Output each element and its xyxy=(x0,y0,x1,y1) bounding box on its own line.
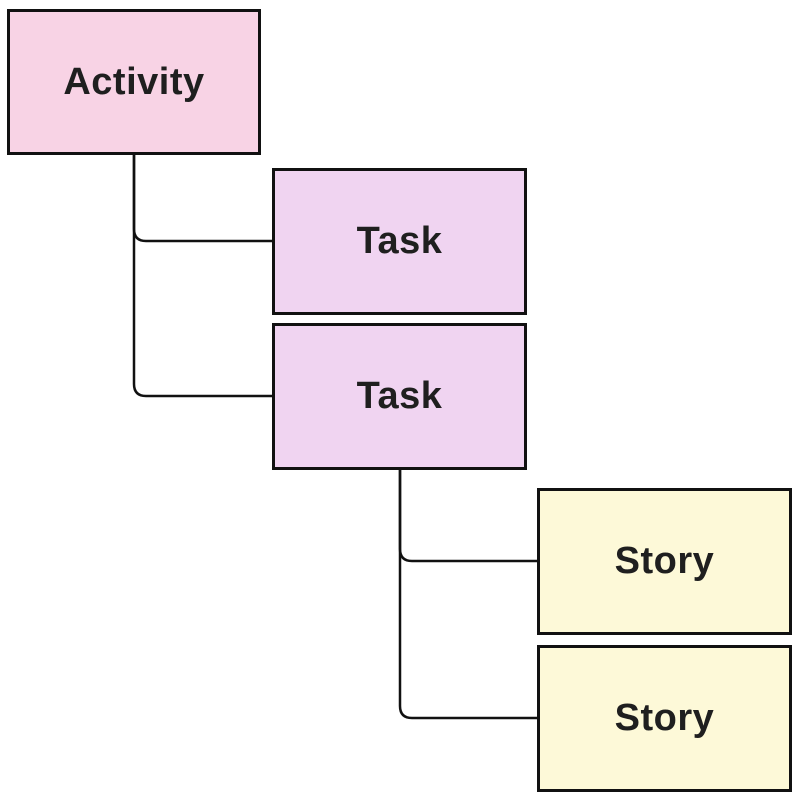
node-activity-label: Activity xyxy=(63,60,205,103)
edge-task-2-to-story-2 xyxy=(398,470,537,720)
node-task-1: Task xyxy=(272,168,527,315)
node-story-2: Story xyxy=(537,645,792,792)
edge-activity-to-task-1 xyxy=(132,155,272,243)
node-activity: Activity xyxy=(7,9,261,155)
edge-task-2-to-story-1 xyxy=(398,470,537,563)
node-task-1-label: Task xyxy=(356,220,443,262)
node-story-1: Story xyxy=(537,488,792,635)
edge-activity-to-task-2 xyxy=(132,155,272,398)
node-story-2-label: Story xyxy=(614,697,715,739)
node-task-2-label: Task xyxy=(356,375,443,417)
node-task-2: Task xyxy=(272,323,527,470)
node-story-1-label: Story xyxy=(614,540,715,582)
